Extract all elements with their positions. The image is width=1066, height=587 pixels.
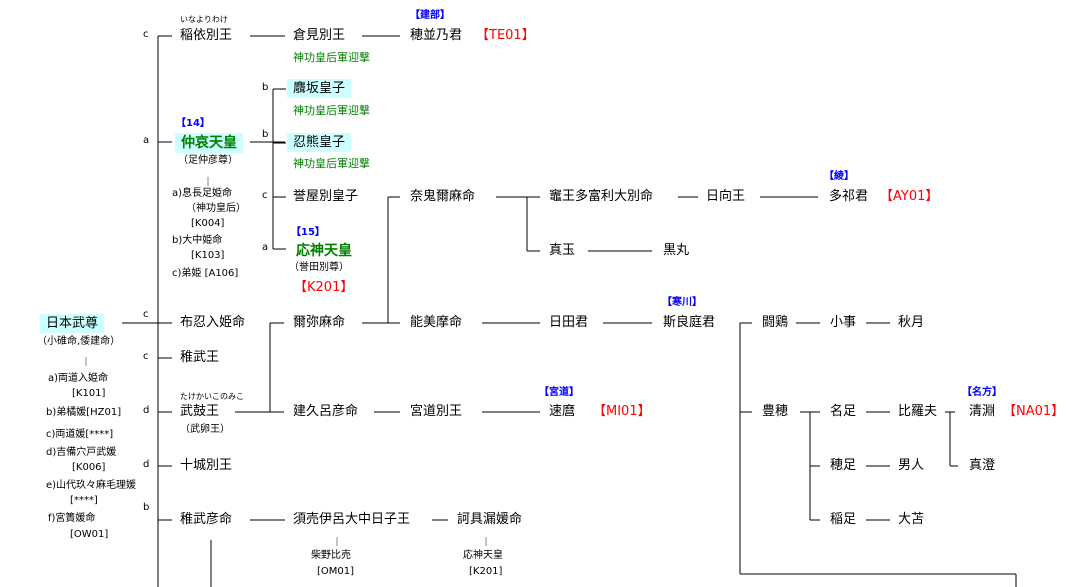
- clan-tag: 【宮道】: [539, 387, 579, 398]
- child-order-label: b: [262, 82, 269, 93]
- spouse-code: [K201]: [469, 566, 503, 577]
- person-hotari[interactable]: 穂足: [830, 458, 857, 473]
- wife-item: e)山代玖々麻毛理媛: [46, 480, 137, 491]
- wife-item: f)宮簀媛命: [48, 513, 96, 524]
- person-otoko[interactable]: 男人: [898, 458, 925, 473]
- root-alias: （小碓命,倭建命）: [37, 336, 121, 347]
- wife-item: a)両道入姫命: [48, 373, 109, 384]
- person-ruby: たけかいこのみこ: [180, 392, 244, 401]
- person-kogoto[interactable]: 小事: [830, 315, 857, 330]
- wife-item: a)息長足姫命: [172, 188, 233, 199]
- person-shira[interactable]: 斯良庭君: [663, 315, 716, 330]
- person-tooki[interactable]: 十城別王: [180, 458, 233, 473]
- person-kuromaru[interactable]: 黒丸: [663, 243, 690, 258]
- person-alias: （武卵王）: [180, 424, 230, 435]
- person-hirao[interactable]: 比羅夫: [898, 404, 938, 419]
- person-ruby: いなよりわけ: [180, 15, 228, 24]
- reign-number: 【15】: [291, 227, 325, 238]
- wife-code: [K006]: [72, 462, 106, 473]
- person-taki[interactable]: 多祁君: [829, 189, 869, 204]
- person-takekai[interactable]: 武鼓王: [180, 404, 220, 419]
- person-natari[interactable]: 名足: [830, 404, 857, 419]
- person-takeku[interactable]: 建久呂彦命: [293, 404, 359, 419]
- person-alias: （誉田別尊）: [289, 262, 349, 273]
- wife-item: b)大中姫命: [172, 235, 223, 246]
- person-kagu[interactable]: 訶具漏媛命: [457, 512, 523, 527]
- person-hyuga[interactable]: 日向王: [706, 189, 746, 204]
- lineage-code-link[interactable]: 【AY01】: [880, 189, 939, 204]
- child-order-label: c: [143, 351, 149, 362]
- person-alias: （足仲彦尊）: [178, 155, 238, 166]
- lineage-code-link[interactable]: 【TE01】: [476, 28, 535, 43]
- clan-tag: 【綾】: [824, 171, 854, 182]
- child-order-label: a: [143, 135, 150, 146]
- person-sume[interactable]: 須売伊呂大中日子王: [293, 512, 411, 527]
- person-matama[interactable]: 真玉: [549, 243, 576, 258]
- person-nomima[interactable]: 能美摩命: [410, 315, 463, 330]
- wife-item: c)両道媛[****]: [46, 429, 114, 440]
- lineage-code-link[interactable]: 【MI01】: [593, 404, 651, 419]
- wife-code: [K101]: [72, 388, 106, 399]
- clan-tag: 【寒川】: [662, 297, 702, 308]
- person-toyoho[interactable]: 豊穂: [762, 404, 789, 419]
- person-hita[interactable]: 日田君: [549, 315, 589, 330]
- person-hayamaro[interactable]: 速麿: [549, 404, 576, 419]
- child-order-label: c: [143, 309, 149, 320]
- wife-item: d)吉備穴戸武媛: [46, 447, 117, 458]
- person-note: 神功皇后軍迎撃: [293, 157, 370, 170]
- wife-code: [****]: [70, 495, 98, 506]
- spouse-name: 柴野比売: [311, 550, 351, 561]
- child-order-label: b: [143, 502, 150, 513]
- wife-alias: （神功皇后）: [186, 203, 246, 214]
- person-oshikuma[interactable]: 忍熊皇子: [287, 133, 352, 152]
- child-order-label: b: [262, 129, 269, 140]
- person-kagosaka[interactable]: 麛坂皇子: [287, 79, 352, 98]
- child-order-label: d: [143, 459, 150, 470]
- person-chuai-emperor[interactable]: 仲哀天皇: [175, 133, 243, 153]
- person-wakatake[interactable]: 稚武王: [180, 350, 220, 365]
- child-order-label: a: [262, 242, 269, 253]
- lineage-code-link[interactable]: 【NA01】: [1003, 404, 1065, 419]
- person-ooko[interactable]: 大苫: [898, 512, 925, 527]
- person-ojin-emperor[interactable]: 応神天皇: [296, 243, 352, 259]
- person-kurami[interactable]: 倉見別王: [293, 28, 346, 43]
- person-inayori[interactable]: 稲依別王: [180, 28, 233, 43]
- person-nimima[interactable]: 爾弥麻命: [293, 315, 346, 330]
- person-note: 神功皇后軍迎撃: [293, 104, 370, 117]
- person-wakatakehiko[interactable]: 稚武彦命: [180, 512, 233, 527]
- reign-number: 【14】: [176, 118, 210, 129]
- person-nakimi[interactable]: 奈鬼爾麻命: [410, 189, 476, 204]
- child-order-label: c: [143, 29, 149, 40]
- root-person[interactable]: 日本武尊: [40, 314, 105, 333]
- wife-code: [K004]: [191, 218, 225, 229]
- clan-tag: 【名方】: [962, 387, 1002, 398]
- person-miyaji[interactable]: 宮道別王: [410, 404, 463, 419]
- wife-item: b)弟橘媛[HZ01]: [46, 407, 122, 418]
- person-kamado[interactable]: 竈王多富利大別命: [549, 189, 654, 204]
- wife-code: [K103]: [191, 250, 225, 261]
- person-akizuki[interactable]: 秋月: [898, 315, 925, 330]
- person-masumi[interactable]: 真澄: [969, 458, 996, 473]
- wife-item: c)弟姫 [A106]: [172, 268, 239, 279]
- wife-code: [OW01]: [70, 529, 109, 540]
- lineage-code-link[interactable]: 【K201】: [294, 280, 354, 295]
- person-homuya[interactable]: 誉屋別皇子: [293, 189, 359, 204]
- person-inetari[interactable]: 稲足: [830, 512, 857, 527]
- person-kiyofuchi[interactable]: 清淵: [969, 404, 996, 419]
- spouse-name: 応神天皇: [463, 550, 503, 561]
- person-nunoshi[interactable]: 布忍入姫命: [180, 315, 246, 330]
- child-order-label: c: [262, 190, 268, 201]
- child-order-label: d: [143, 405, 150, 416]
- spouse-code: [OM01]: [317, 566, 355, 577]
- clan-tag: 【建部】: [410, 10, 450, 21]
- person-note: 神功皇后軍迎撃: [293, 51, 370, 64]
- person-honami[interactable]: 穂並乃君: [410, 28, 463, 43]
- person-tokei[interactable]: 闘鶏: [762, 315, 789, 330]
